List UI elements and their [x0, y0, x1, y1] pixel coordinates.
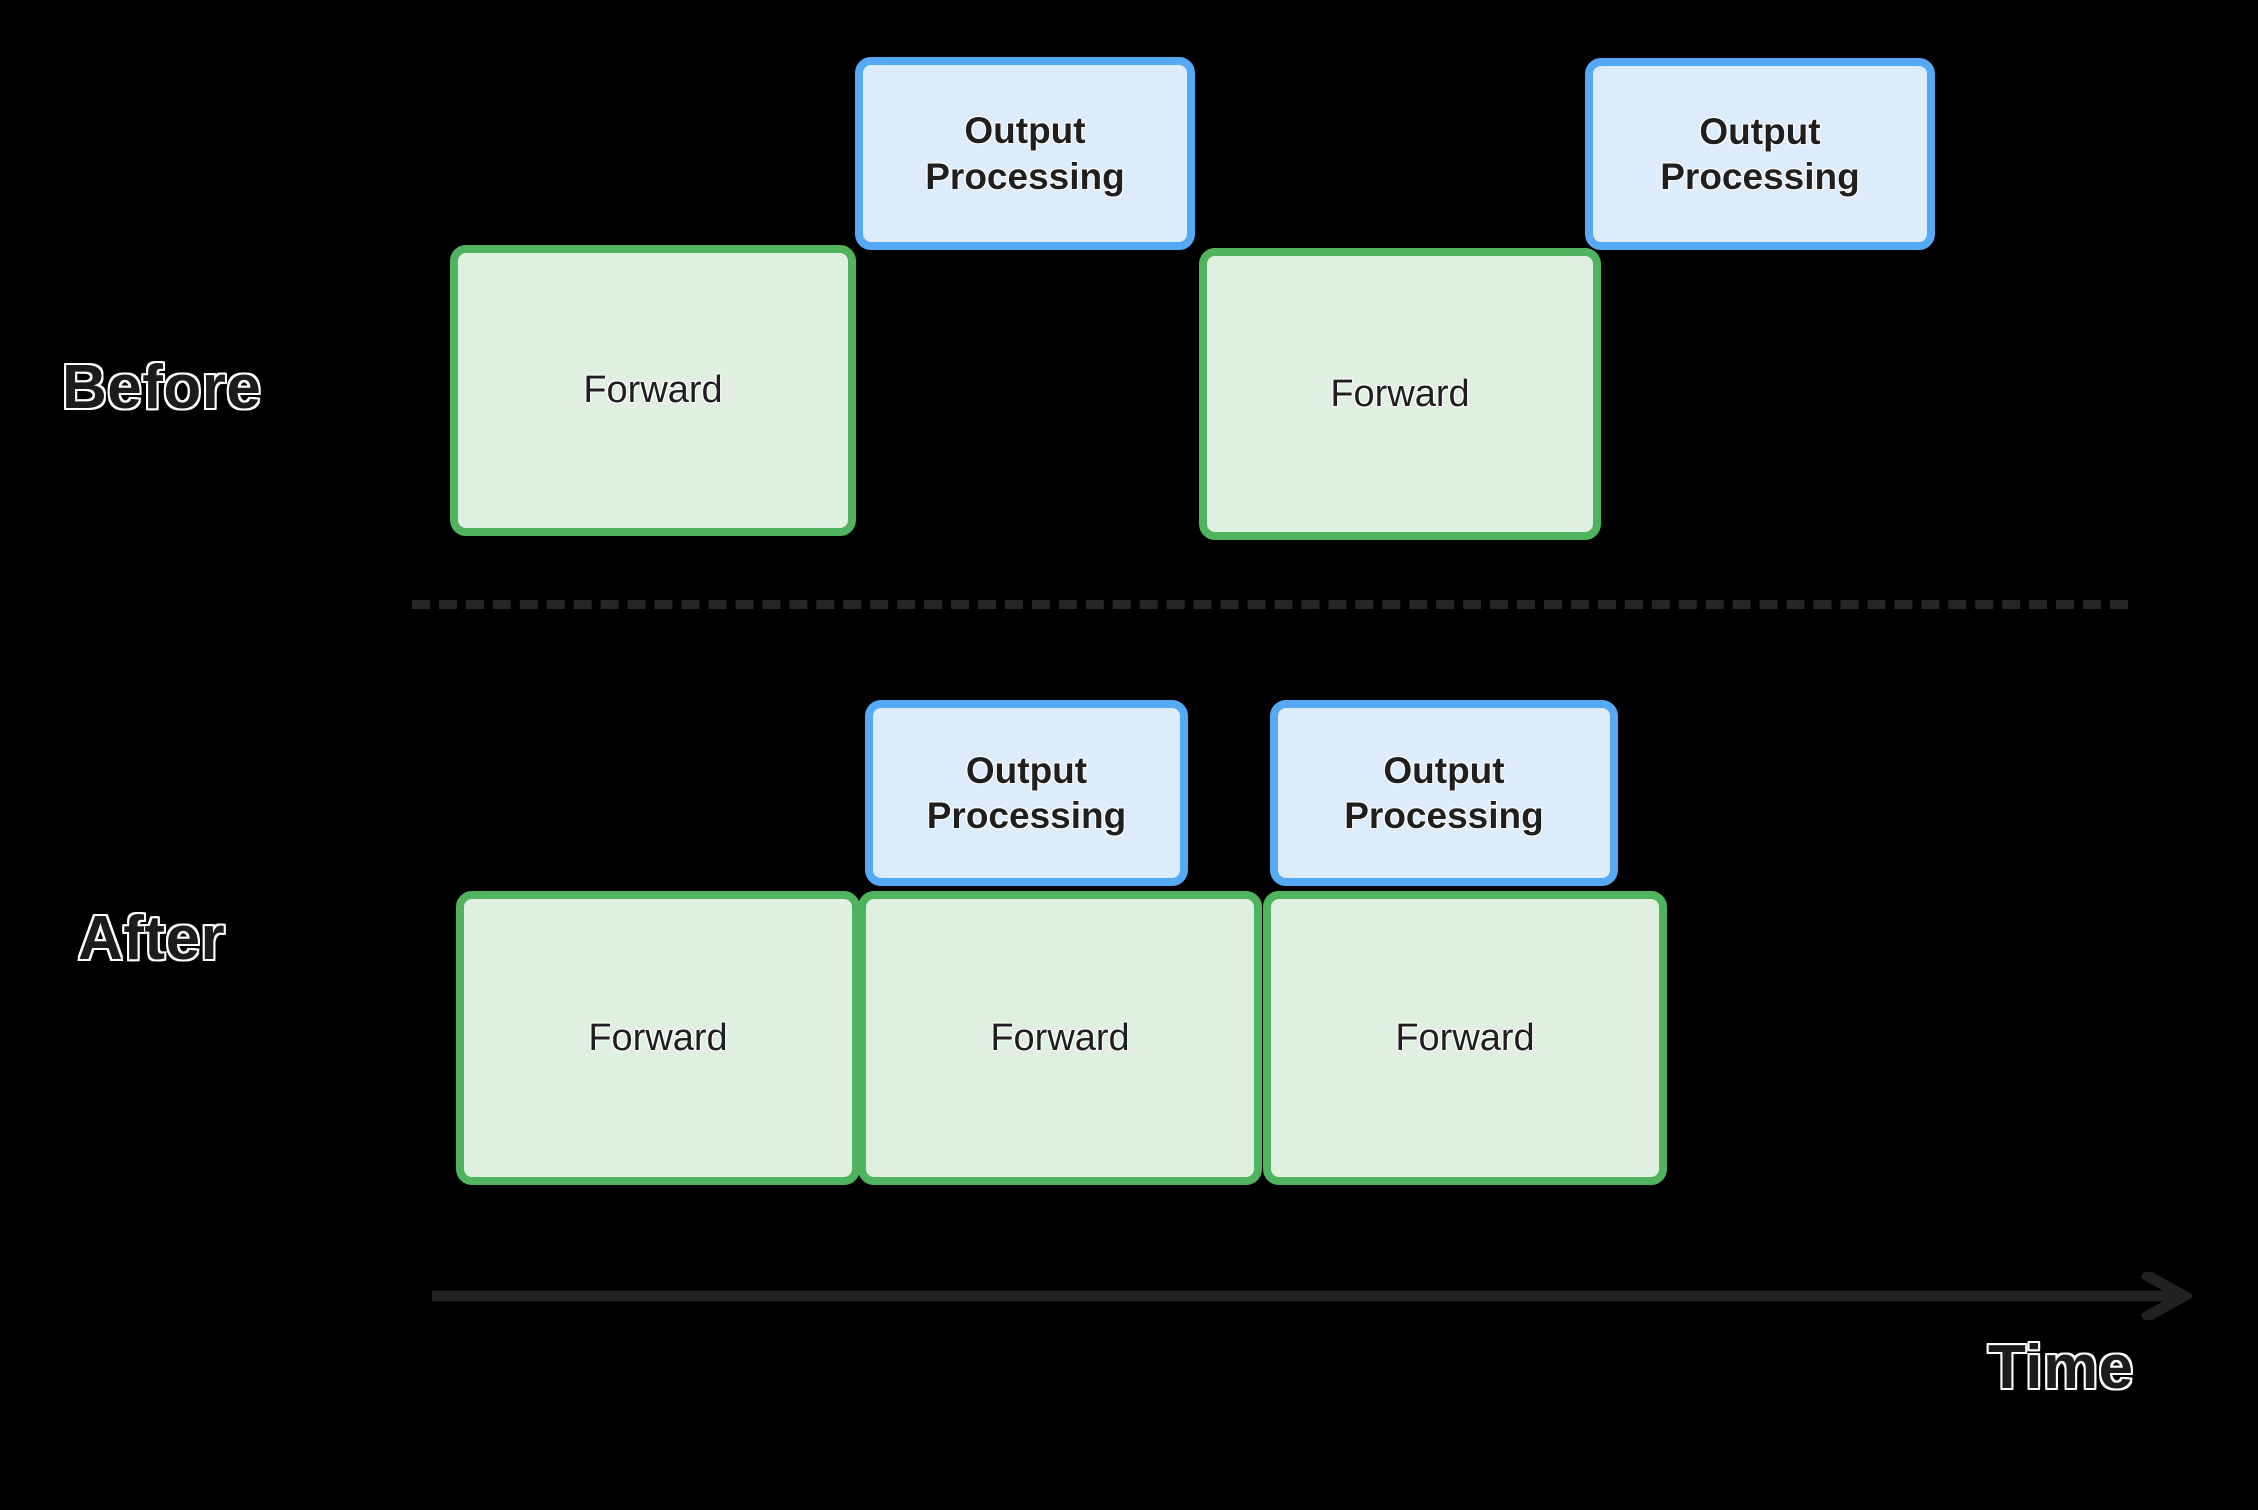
before-forward-block-1-label: Forward [583, 369, 723, 411]
before-output-processing-block-2-line1: Output [1699, 110, 1821, 152]
after-forward-block-1: Forward [456, 891, 860, 1185]
before-forward-block-2-label: Forward [1330, 372, 1470, 415]
time-axis [426, 1268, 2196, 1324]
after-forward-block-2-label: Forward [990, 1016, 1130, 1059]
after-forward-block-1-label: Forward [588, 1016, 728, 1059]
before-forward-block-2: Forward [1199, 248, 1601, 540]
time-axis-label: Time [1987, 1333, 2135, 1402]
row-label-after: After [76, 904, 226, 973]
after-output-processing-block-1: Output Processing [865, 700, 1188, 886]
before-forward-block-1: Forward [450, 245, 856, 536]
after-output-processing-block-2-line1: Output [1383, 749, 1505, 791]
after-forward-block-3: Forward [1263, 891, 1667, 1185]
before-output-processing-block-1-line2: Processing [925, 155, 1125, 197]
after-forward-block-2: Forward [858, 891, 1262, 1185]
row-label-before: Before [60, 353, 262, 422]
before-output-processing-block-2-line2: Processing [1660, 156, 1860, 197]
before-output-processing-block-2-text: Output Processing [1660, 109, 1859, 199]
before-output-processing-block-1: Output Processing [855, 57, 1195, 250]
after-output-processing-block-2-line2: Processing [1344, 795, 1544, 836]
before-output-processing-block-1-text: Output Processing [925, 108, 1124, 198]
before-output-processing-block-1-line1: Output [964, 110, 1086, 152]
after-output-processing-block-2: Output Processing [1270, 700, 1618, 886]
after-output-processing-block-1-line1: Output [965, 749, 1088, 791]
row-divider [412, 600, 2128, 609]
time-axis-arrow-icon [426, 1268, 2196, 1324]
before-output-processing-block-2: Output Processing [1585, 58, 1935, 250]
after-output-processing-block-1-text: Output Processing [927, 748, 1126, 838]
after-output-processing-block-2-text: Output Processing [1344, 748, 1543, 838]
after-forward-block-3-label: Forward [1395, 1016, 1535, 1059]
after-output-processing-block-1-line2: Processing [926, 795, 1127, 836]
